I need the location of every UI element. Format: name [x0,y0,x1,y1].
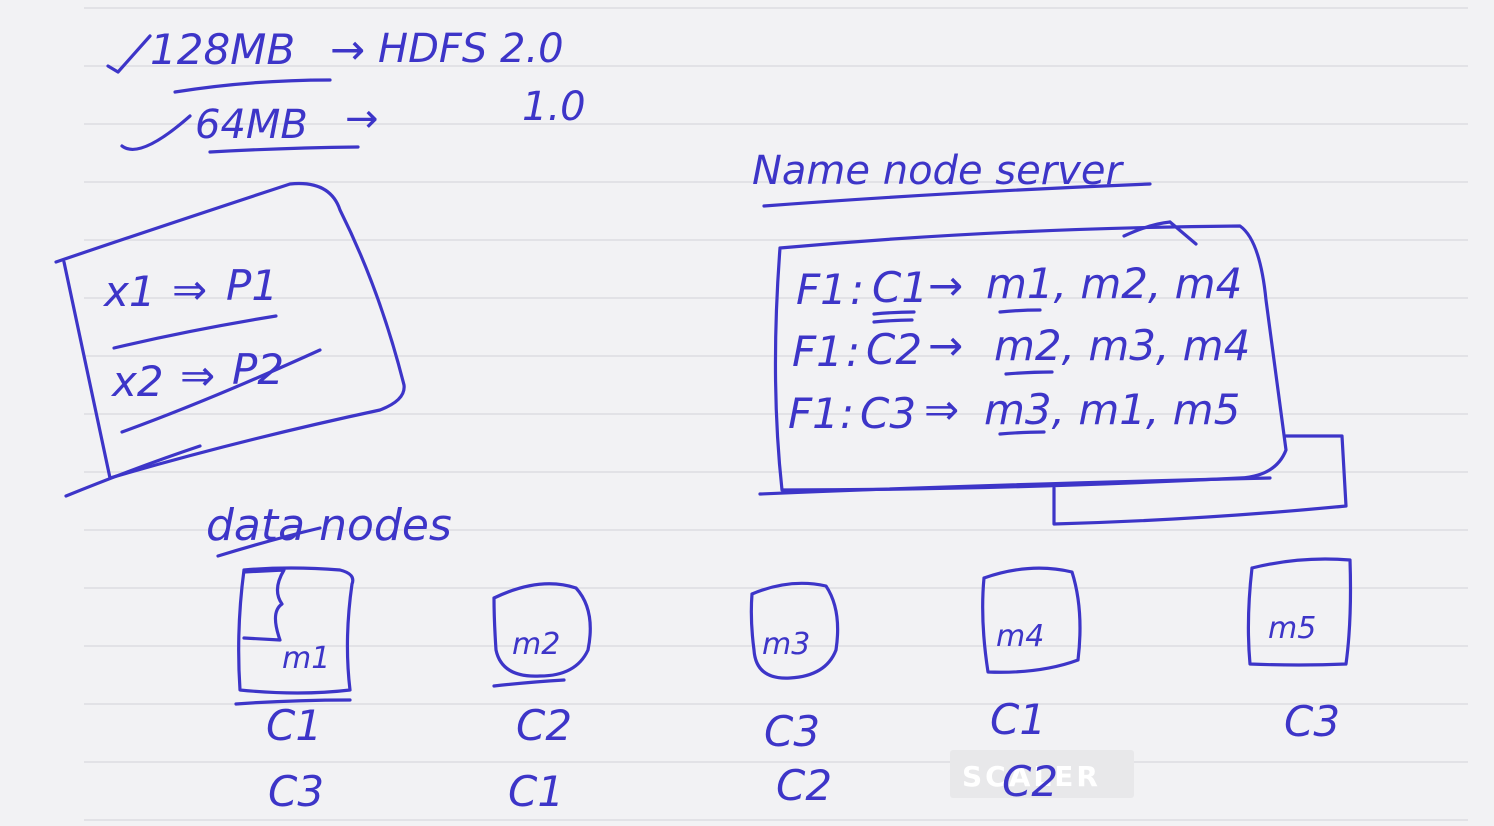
partition-x2: x2 [110,357,164,406]
chunk-label: C1 [990,695,1046,744]
name-node-box-outline [773,224,1288,492]
name-node-entry: F1 : C1 → m1, m2, m4 [796,259,1242,324]
underline-64mb [208,145,360,154]
data-nodes-underline [216,526,322,558]
machine-label: m2 [512,627,560,662]
machine-label: m3 [762,627,810,662]
entry-colon: : [850,265,864,314]
chunk-label: C3 [1284,697,1340,746]
entry-arrow: → [928,261,963,310]
entry-file: F1 [788,389,839,438]
machine-base-line [234,698,352,706]
chunk-label: C1 [508,767,564,816]
name-node-box-shadow [758,476,1272,496]
check-mark-icon [120,114,192,151]
machine-box [492,582,592,678]
version-hdfs-2: HDFS 2.0 [378,26,564,72]
watermark-text: SCALER [962,760,1101,793]
partition-arrow-1: ⇒ [172,265,207,314]
entry-arrow: ⇒ [924,385,959,434]
entry-file: F1 [792,327,843,376]
machine-box [237,566,355,695]
hdfs-block-sizes: 128MB → HDFS 2.0 64MB → 1.0 [106,25,586,154]
storage-brace-icon [242,568,286,642]
partition-box-outline [54,181,406,480]
chunk-label: C3 [268,767,324,816]
entry-machines: m1, m2, m4 [986,259,1242,308]
data-node-m2: m2 C2 C1 [492,582,592,816]
version-1-0: 1.0 [522,84,586,130]
entry-underline [872,308,1042,324]
scaler-watermark: SCALER [950,750,1134,798]
entry-chunk: C2 [866,325,922,374]
name-node-entry: F1 : C2 → m2, m3, m4 [792,321,1250,376]
arrow-64mb: → [345,96,379,142]
entry-underline [1004,370,1054,376]
underline-128mb [173,78,332,94]
machine-base-line [492,678,566,688]
data-nodes-title: data nodes [206,500,452,551]
partition-p1: P1 [226,261,278,310]
entry-chunk: C3 [860,389,916,438]
entry-arrow: → [928,321,963,370]
partition-divider [112,314,278,350]
data-node-m3: m3 C3 C2 [749,581,840,810]
check-mark-icon [106,34,152,74]
partition-x1: x1 [102,267,156,316]
entry-chunk: C1 [872,263,928,312]
chunk-label: C2 [776,761,832,810]
data-node-m4: m4 C1 C2 [981,566,1082,806]
machine-label: m4 [996,619,1044,654]
machine-box [981,566,1082,674]
chunk-label: C1 [266,701,322,750]
entry-underline [998,430,1046,436]
partition-underline [120,348,322,434]
entry-machines: m2, m3, m4 [994,321,1250,370]
machine-label: m5 [1268,611,1316,646]
chunk-label: C2 [516,701,572,750]
name-node-arrow-icon [1122,220,1198,246]
chunk-label: C2 [1002,757,1058,806]
machine-label: m1 [282,641,330,676]
entry-colon: : [840,389,854,438]
chunk-label: C3 [764,707,820,756]
machine-box [1246,557,1353,667]
name-node-server: Name node server F1 : C1 → m1, m2, m4 F1… [752,148,1348,526]
machine-box [749,581,840,680]
entry-machines: m3, m1, m5 [984,385,1240,434]
partition-arrow-2: ⇒ [180,351,215,400]
data-node-m1: m1 C1 C3 [234,566,355,816]
block-size-128mb: 128MB [150,25,295,74]
name-node-title-underline [762,182,1152,208]
data-node-m5: m5 C3 [1246,557,1353,746]
name-node-entry: F1 : C3 ⇒ m3, m1, m5 [788,385,1240,438]
arrow-128mb: → [330,25,365,74]
data-nodes-section: data nodes m1 C1 C3 m2 C2 C1 m3 C3 C2 [206,500,1353,816]
name-node-box-extension [1052,434,1348,526]
partition-box-tail [64,444,202,498]
entry-file: F1 [796,265,847,314]
block-size-64mb: 64MB [195,102,308,148]
entry-colon: : [846,327,860,376]
partition-map-box: x1 ⇒ P1 x2 ⇒ P2 [54,181,406,498]
